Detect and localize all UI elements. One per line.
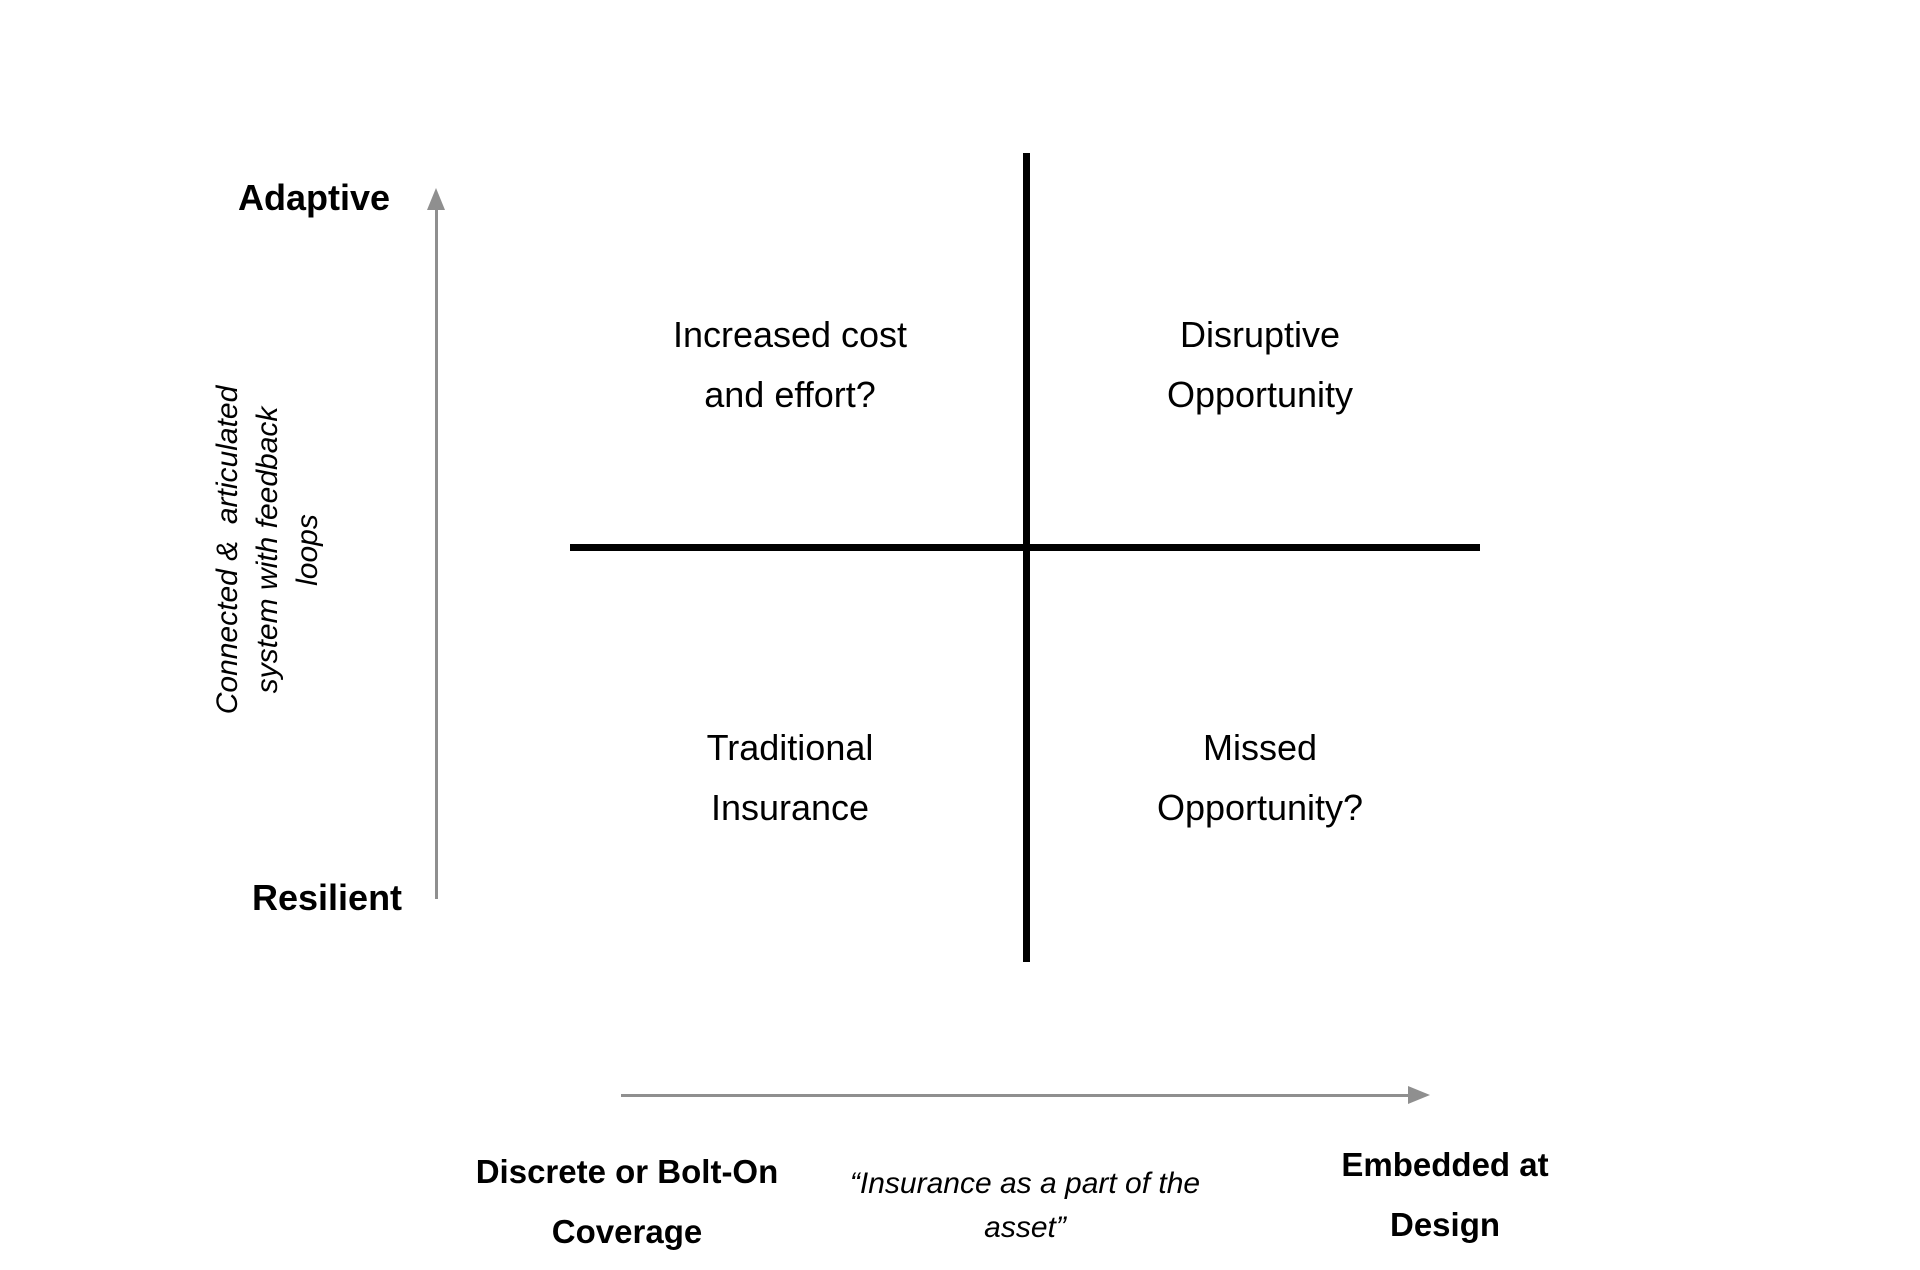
quadrant-top-right-label: Disruptive Opportunity	[1060, 305, 1460, 425]
quadrant-bottom-left-line-2: Insurance	[710, 787, 870, 828]
x-axis-right-label: Embedded at Design	[1225, 1135, 1665, 1255]
y-axis-description: Connected & articulated system with feed…	[208, 310, 328, 790]
x-axis-description-line-1: “Insurance as a part of the	[849, 1167, 1201, 1200]
x-axis-arrow-right-icon	[1408, 1086, 1430, 1104]
quadrant-top-left-label: Increased cost and effort?	[590, 305, 990, 425]
x-axis-left-label: Discrete or Bolt-On Coverage	[407, 1142, 847, 1262]
x-axis-arrow-shaft	[621, 1094, 1408, 1097]
x-axis-left-line-2: Coverage	[551, 1213, 703, 1250]
quadrant-bottom-right-line-2: Opportunity?	[1156, 787, 1364, 828]
quadrant-bottom-right-line-1: Missed	[1202, 727, 1318, 768]
x-axis-left-line-1: Discrete or Bolt-On	[475, 1153, 779, 1190]
quadrant-top-right-line-2: Opportunity	[1166, 374, 1354, 415]
y-axis-top-label: Adaptive	[238, 177, 391, 218]
quadrant-top-right-line-1: Disruptive	[1179, 314, 1341, 355]
y-axis-bottom-label: Resilient	[252, 877, 403, 918]
quadrant-vertical-line	[1023, 153, 1030, 962]
y-axis-description-line-2: system with feedback	[251, 406, 284, 694]
x-axis-description: “Insurance as a part of the asset”	[815, 1162, 1235, 1250]
y-axis-description-line-1: Connected & articulated	[211, 385, 244, 715]
x-axis-right-line-2: Design	[1389, 1206, 1501, 1243]
quadrant-horizontal-line	[570, 544, 1480, 551]
x-axis-description-line-2: asset”	[984, 1211, 1066, 1244]
quadrant-bottom-left-label: Traditional Insurance	[590, 718, 990, 838]
x-axis-right-line-1: Embedded at	[1341, 1146, 1549, 1183]
y-axis-description-line-3: loops	[291, 514, 324, 586]
y-axis-arrow-up-icon	[427, 188, 445, 210]
quadrant-top-left-line-2: and effort?	[704, 374, 876, 415]
quadrant-top-left-line-1: Increased cost	[672, 314, 908, 355]
y-axis-arrow-shaft	[435, 208, 438, 899]
quadrant-bottom-right-label: Missed Opportunity?	[1060, 718, 1460, 838]
quadrant-bottom-left-line-1: Traditional	[706, 727, 874, 768]
